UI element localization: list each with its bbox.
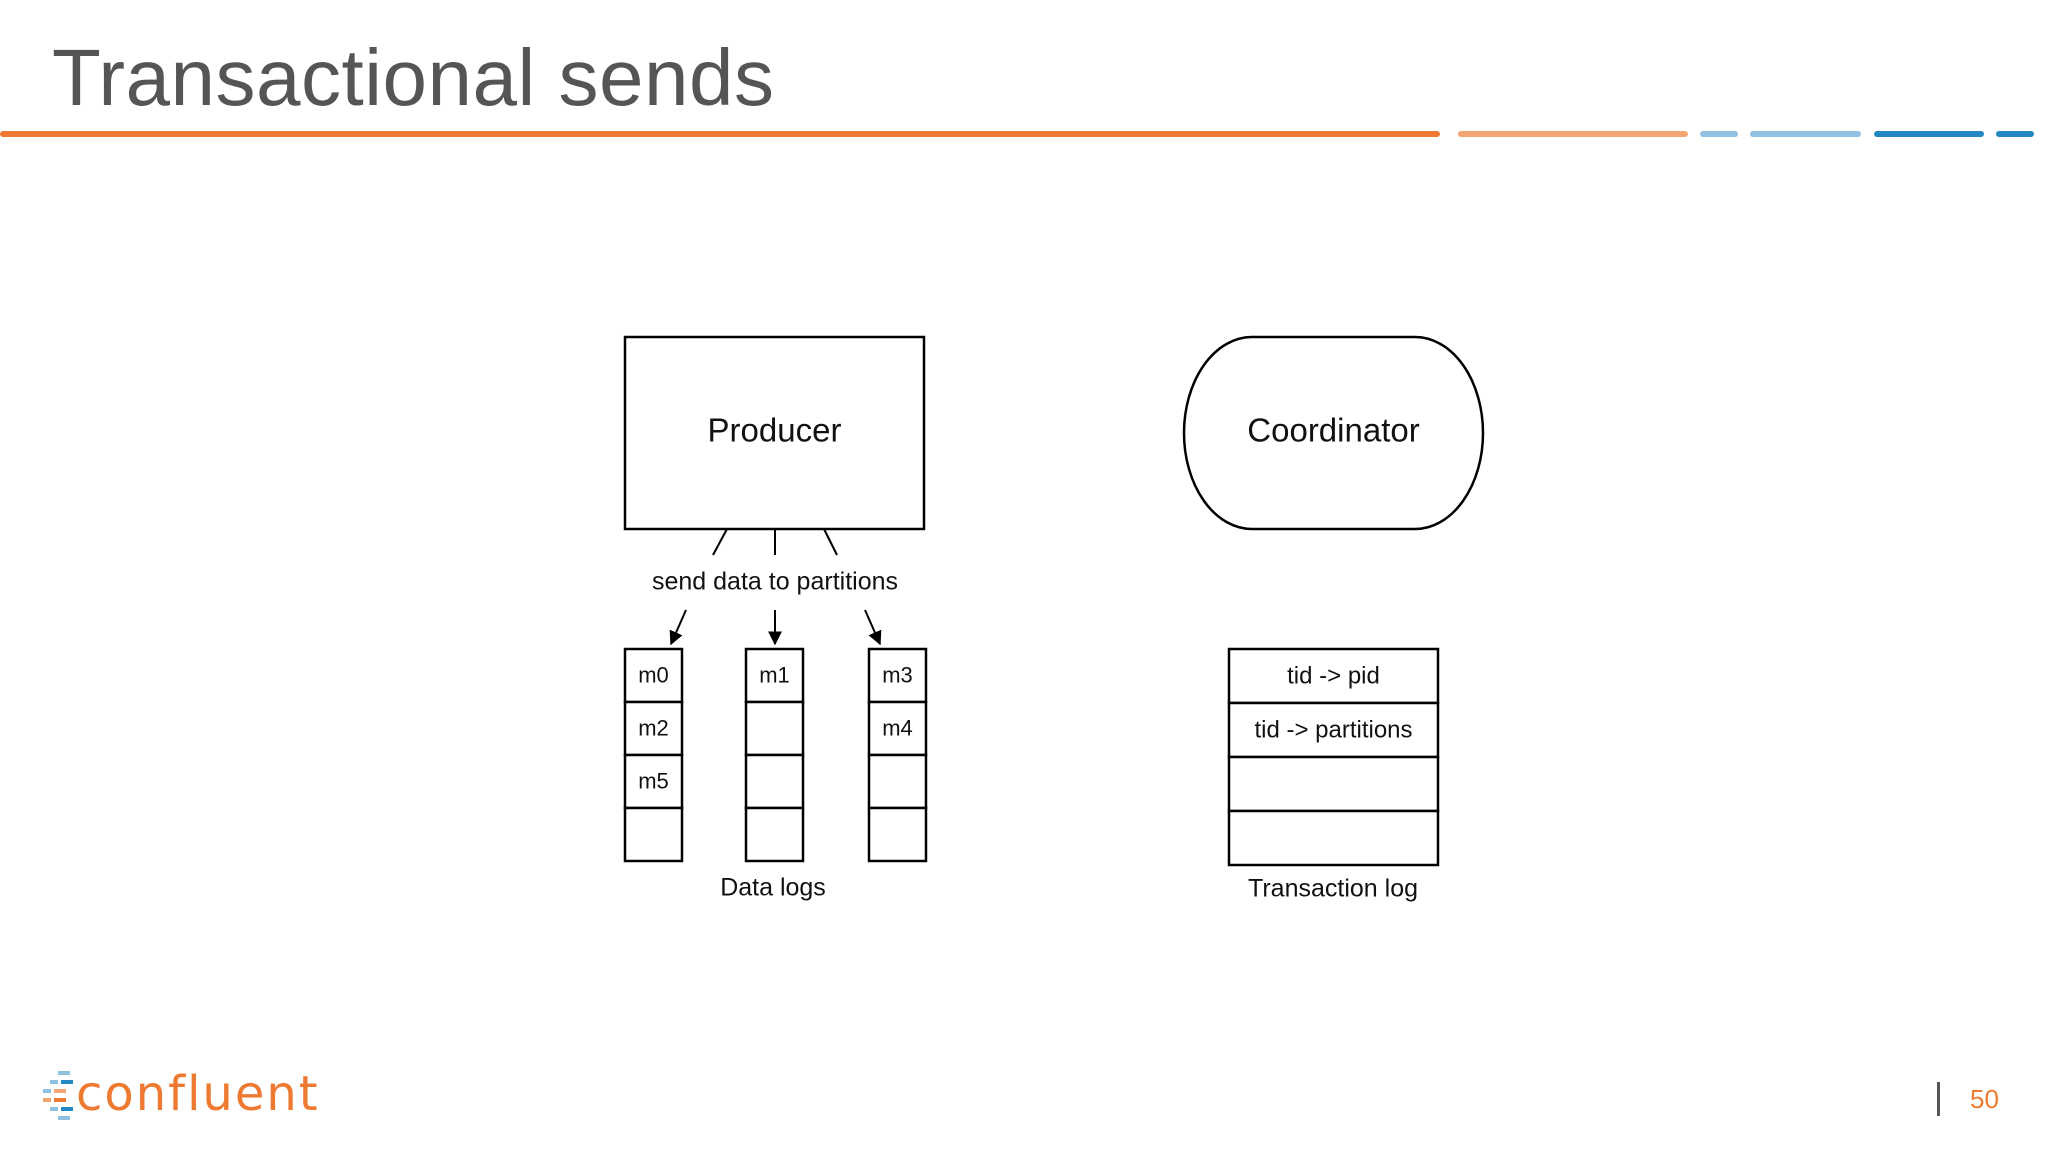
message-label: m5 [638, 768, 669, 793]
partition-0: m0 m2 m5 [623, 647, 684, 863]
transaction-log: tid -> pid tid -> partitions [1227, 647, 1440, 867]
transaction-log-cell [1227, 755, 1440, 813]
coordinator-box [1182, 335, 1485, 531]
partition-cell [867, 806, 928, 863]
partition-2: m3 m4 [867, 647, 928, 863]
transaction-log-cell [1227, 809, 1440, 867]
message-label: m4 [882, 715, 913, 740]
data-logs-label: Data logs [720, 874, 826, 902]
transaction-log-label: Transaction log [1248, 875, 1418, 903]
partition-cell [623, 806, 684, 863]
message-label: m2 [638, 715, 669, 740]
send-arrow-right [864, 609, 882, 646]
page-number-separator [1937, 1082, 1940, 1116]
title-rule-blue-dark-short [1996, 131, 2034, 137]
message-label: m1 [759, 662, 790, 687]
partition-cell [623, 753, 684, 810]
partition-cell [867, 700, 928, 757]
partition-1: m1 [744, 647, 805, 863]
title-rule-blue-light-short [1700, 131, 1738, 137]
message-label: m3 [882, 662, 913, 687]
transaction-log-cell [1227, 701, 1440, 759]
title-rule-blue-light [1750, 131, 1861, 137]
partition-cell [623, 647, 684, 704]
partition-cell [744, 700, 805, 757]
title-rule-orange [0, 131, 1440, 137]
data-logs: m0 m2 m5 m1 m3 m4 [623, 647, 928, 863]
partition-cell [744, 753, 805, 810]
slide-title: Transactional sends [52, 33, 775, 122]
partition-cell [867, 647, 928, 704]
transaction-log-entry: tid -> partitions [1254, 716, 1412, 743]
page-number: 50 [1970, 1084, 1999, 1114]
partition-cell [867, 753, 928, 810]
send-data-label: send data to partitions [652, 568, 898, 596]
confluent-wordmark: confluent [76, 1066, 320, 1122]
producer-label: Producer [708, 412, 842, 449]
producer-box [623, 335, 926, 531]
title-rule-orange-light [1458, 131, 1688, 137]
send-line-right [823, 528, 838, 556]
send-arrow-left [669, 609, 687, 646]
title-rule-blue-dark [1874, 131, 1984, 137]
transaction-log-entry: tid -> pid [1287, 662, 1380, 689]
partition-cell [744, 806, 805, 863]
coordinator-label: Coordinator [1247, 412, 1419, 449]
partition-cell [744, 647, 805, 704]
message-label: m0 [638, 662, 669, 687]
confluent-logo-icon [43, 1071, 73, 1120]
send-line-left [712, 528, 728, 556]
